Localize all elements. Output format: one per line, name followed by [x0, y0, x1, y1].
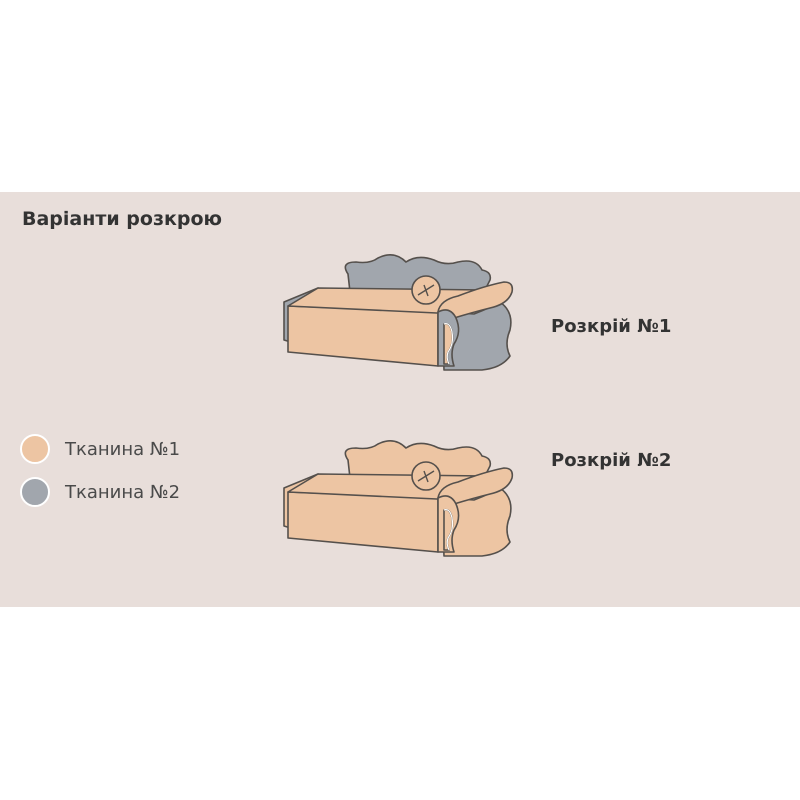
sofa-seat-front [287, 491, 439, 553]
sofa-arm-highlight [443, 509, 454, 551]
sofa-back [344, 254, 492, 293]
sofa-variant-1-drawing [283, 254, 514, 371]
sofa-arm-highlight [443, 323, 454, 365]
variant-2-label: Розкрій №2 [551, 450, 672, 471]
page-title: Варіанти розкрою [22, 208, 223, 230]
legend-label: Тканина №1 [65, 438, 181, 460]
sofa-side [441, 487, 512, 557]
sofa-seat-front [287, 305, 439, 367]
legend-label: Тканина №2 [65, 481, 181, 503]
legend-item-fabric-2: Тканина №2 [20, 477, 180, 507]
fabric-2-swatch [20, 477, 50, 507]
sofa-side [441, 301, 512, 371]
sofa-variant-2 [278, 438, 518, 563]
sofa-button-stitch [417, 284, 435, 297]
sofa-back [344, 440, 492, 479]
sofa-arm-top [437, 281, 514, 319]
sofa-arm-top [437, 467, 514, 505]
sofa-variant-2-drawing [283, 440, 514, 557]
legend-item-fabric-1: Тканина №1 [20, 434, 180, 464]
variant-1-label: Розкрій №1 [551, 316, 672, 337]
sofa-variant-1 [278, 252, 518, 377]
sofa-button-stitch [417, 470, 435, 483]
fabric-1-swatch [20, 434, 50, 464]
